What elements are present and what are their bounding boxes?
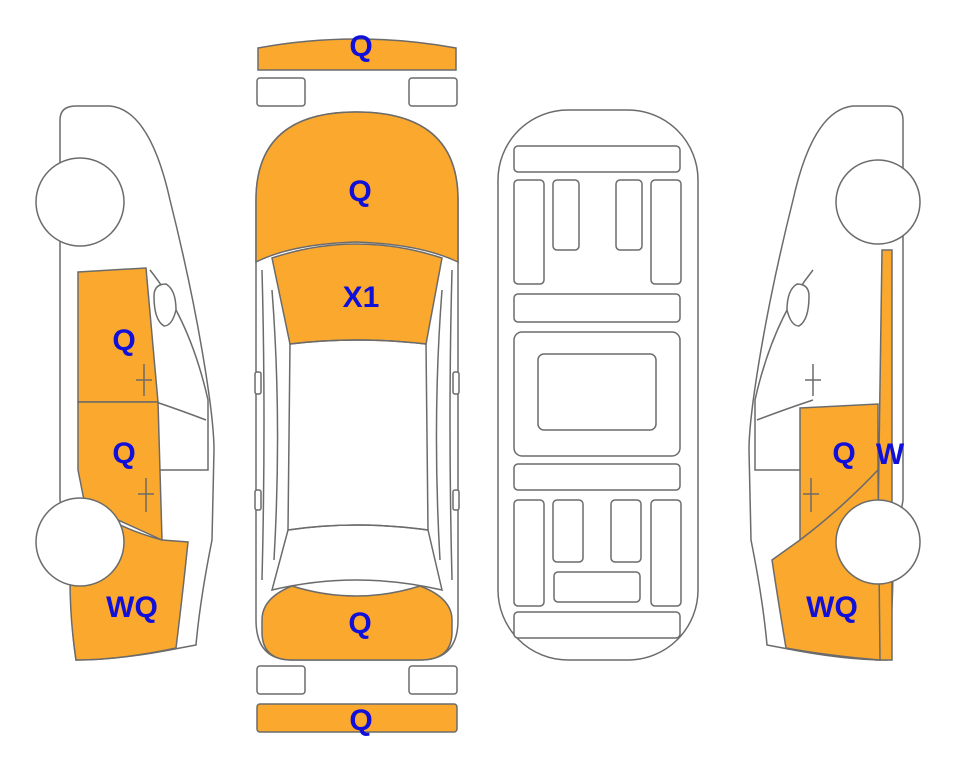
- windshield-label: X1: [343, 281, 380, 314]
- underside-rear-bar: [513, 611, 681, 639]
- left-rear-quarter-label: WQ: [106, 591, 158, 624]
- right-rear-door-label: Q: [832, 437, 855, 470]
- right-pillar-label: W: [876, 438, 905, 471]
- trunk-panel: [261, 585, 453, 661]
- underside-mid-bar-1: [513, 293, 681, 323]
- damage-labels: Q Q X1 Q Q Q Q WQ Q W WQ: [106, 30, 905, 737]
- taillight-left: [256, 665, 306, 695]
- headlight-right: [408, 77, 458, 107]
- left-rear-door-handle: [138, 478, 154, 512]
- right-side-view: [748, 105, 921, 661]
- door-handle-right: [452, 489, 460, 511]
- left-front-door-handle: [136, 364, 152, 396]
- left-front-wheel: [35, 157, 125, 247]
- right-window-line-2: [756, 399, 814, 421]
- underside-panel-a2: [552, 179, 580, 251]
- hood-label: Q: [348, 175, 371, 208]
- left-side-view: [35, 105, 215, 661]
- underside-panel-b4: [650, 499, 682, 607]
- mirror-left: [254, 371, 262, 395]
- taillight-right: [408, 665, 458, 695]
- left-rear-wheel: [35, 497, 125, 587]
- rear-bumper-label: Q: [349, 704, 372, 737]
- hood-panel: [255, 111, 459, 264]
- rear-bumper-panel: [256, 703, 458, 733]
- front-bumper-label: Q: [349, 30, 372, 63]
- underside-center-block: [537, 353, 657, 431]
- side-line-right-outer: [449, 269, 453, 581]
- front-bumper-panel: [257, 38, 457, 71]
- left-mirror: [153, 283, 177, 327]
- underside-front-bar: [513, 145, 681, 173]
- side-line-right-inner: [435, 289, 443, 561]
- underside-panel-b2: [552, 499, 584, 563]
- underside-panel-a3: [615, 179, 643, 251]
- side-line-left-inner: [271, 289, 279, 561]
- left-front-door-label: Q: [112, 324, 135, 357]
- right-rear-door-handle: [803, 478, 819, 512]
- right-front-wheel: [835, 159, 921, 245]
- mirror-right: [452, 371, 460, 395]
- underside-panel-b5: [553, 571, 641, 603]
- door-handle-left: [254, 489, 262, 511]
- headlight-left: [256, 77, 306, 107]
- left-rear-door-label: Q: [112, 437, 135, 470]
- rear-window-outline: [270, 524, 444, 592]
- right-mirror: [786, 283, 810, 327]
- right-front-door-handle: [805, 364, 821, 396]
- right-rear-wheel: [835, 499, 921, 585]
- underside-view: [497, 109, 699, 661]
- underside-panel-a4: [650, 179, 682, 285]
- side-line-left-outer: [261, 269, 265, 581]
- trunk-label: Q: [348, 607, 371, 640]
- underside-panel-b3: [610, 499, 642, 563]
- underside-mid-bar-2: [513, 463, 681, 491]
- right-rear-quarter-label: WQ: [806, 591, 858, 624]
- underside-panel-b1: [513, 499, 545, 607]
- underside-panel-a1: [513, 179, 545, 285]
- top-view: [254, 38, 460, 733]
